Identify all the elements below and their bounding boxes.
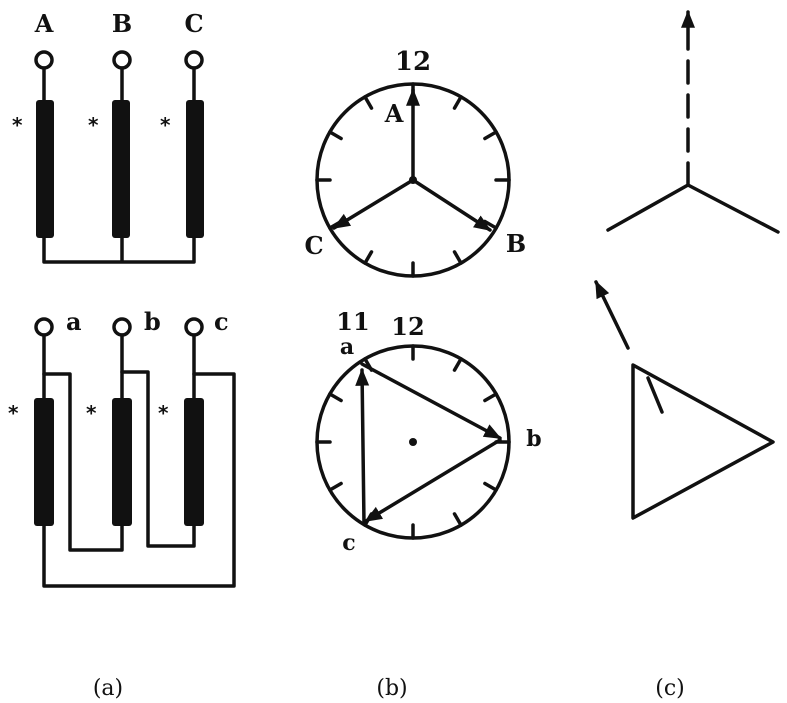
hv-phasor-clock: 12 A B C	[304, 47, 526, 278]
lv-label-a: a	[66, 307, 82, 336]
hv-polarity-mark-b: *	[88, 113, 99, 137]
lv-coil-c	[184, 398, 204, 526]
lv-phasor-label-b: b	[526, 426, 541, 452]
delta-triangle	[631, 363, 775, 520]
lv-clock-tick-10	[328, 392, 343, 403]
lv-top-leads	[42, 333, 196, 400]
lv-delta-wire-a-b	[42, 372, 124, 552]
lv-clock-tick-5	[452, 512, 463, 527]
hv-coil-b	[112, 100, 130, 238]
lv-delta-wire-b-c	[120, 370, 196, 548]
star-vector-diagram	[606, 10, 780, 234]
lv-clock-tick-8	[328, 481, 343, 492]
hv-clock-tick-5	[452, 250, 463, 265]
hv-star-connection	[42, 236, 196, 264]
lv-phasor-bc	[364, 438, 502, 523]
lv-phasor-label-c: c	[342, 530, 355, 556]
hv-clock-hour-12: 12	[395, 47, 431, 77]
hv-windings: A B C * * *	[12, 9, 204, 264]
hv-neutral-point	[409, 176, 417, 184]
star-vector-b	[686, 183, 780, 234]
lv-terminal-a	[34, 317, 54, 337]
lv-phasor-ca	[355, 368, 370, 526]
lv-phasor-ab	[360, 362, 502, 440]
lv-polarity-mark-a: *	[8, 401, 19, 425]
lv-polarity-mark-c: *	[158, 401, 169, 425]
panel-a-caption: (a)	[93, 676, 123, 701]
hv-terminal-b	[112, 50, 132, 70]
lv-polarity-mark-b: *	[86, 401, 97, 425]
hv-label-c: C	[184, 9, 203, 38]
star-vector-c	[606, 183, 690, 232]
hv-polarity-mark-c: *	[160, 113, 171, 137]
hv-phasor-c	[332, 178, 415, 230]
lv-clock-center	[409, 438, 417, 446]
hv-phasor-label-c: C	[304, 231, 323, 260]
hv-phasor-label-a: A	[384, 99, 404, 128]
lv-terminal-c	[184, 317, 204, 337]
hv-clock-tick-10	[328, 130, 343, 141]
lv-clock-hour-12: 12	[391, 312, 424, 341]
lv-windings: a b c * * *	[8, 307, 236, 588]
lv-label-b: b	[144, 307, 161, 336]
hv-polarity-mark-a: *	[12, 113, 23, 137]
lv-clock-tick-4	[483, 481, 498, 492]
hv-phasor-b	[411, 178, 492, 232]
hv-top-leads	[42, 66, 196, 102]
lv-terminal-b	[112, 317, 132, 337]
panel-a-winding-diagram: A B C * * * a b	[8, 9, 236, 701]
delta-reference-vector	[594, 280, 630, 350]
lv-clock-tick-2	[483, 392, 498, 403]
lv-clock-hour-11: 11	[336, 307, 369, 336]
hv-phasor-label-b: B	[506, 229, 526, 258]
hv-coil-c	[186, 100, 204, 238]
lv-phasor-label-a: a	[340, 334, 354, 360]
lv-coil-b	[112, 398, 132, 526]
hv-clock-tick-11	[363, 95, 374, 110]
hv-label-a: A	[34, 9, 54, 38]
delta-inner-vector	[646, 376, 664, 414]
lv-label-c: c	[214, 307, 229, 336]
lv-coil-a	[34, 398, 54, 526]
hv-clock-tick-2	[483, 130, 498, 141]
hv-terminal-c	[184, 50, 204, 70]
panel-c-vector-diagrams: (c)	[594, 10, 780, 701]
lv-clock-tick-1	[452, 357, 463, 372]
hv-terminal-a	[34, 50, 54, 70]
panel-c-caption: (c)	[655, 676, 685, 701]
hv-label-b: B	[112, 9, 132, 38]
hv-clock-tick-7	[363, 250, 374, 265]
hv-coil-a	[36, 100, 54, 238]
panel-b-caption: (b)	[376, 676, 407, 701]
hv-clock-tick-1	[452, 95, 463, 110]
panel-b-clock-diagrams: 12 A B C 11 12 a b c (b)	[304, 47, 541, 701]
delta-vector-diagram	[594, 280, 775, 520]
lv-phasor-clock: 11 12 a b c	[315, 307, 542, 556]
lv-delta-wire-c-a	[42, 372, 236, 588]
